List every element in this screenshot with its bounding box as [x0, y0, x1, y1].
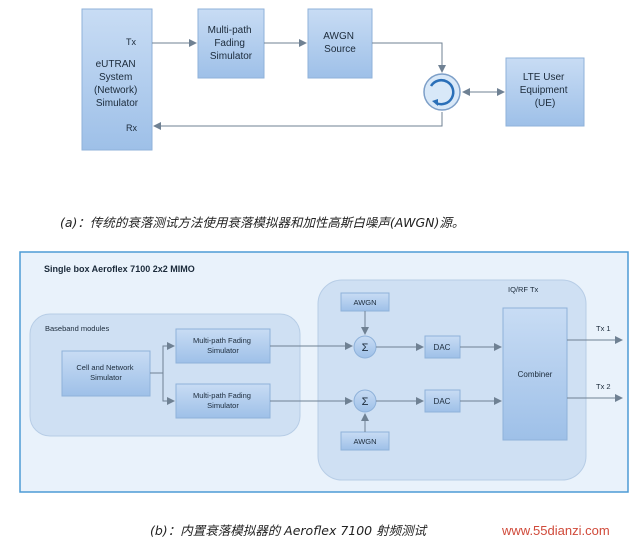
baseband-label: Baseband modules [45, 324, 109, 333]
svg-text:Multi-path Fading Simula: Multi-path Fading Simulator [193, 391, 253, 410]
connector [153, 112, 443, 130]
iqrf-label: IQ/RF Tx [508, 285, 539, 294]
enb-simulator-box [81, 8, 153, 151]
enb-line: eUTRAN [96, 59, 136, 70]
cell-sim-line: Cell and Network [76, 363, 133, 372]
cell-network-simulator-box [61, 350, 151, 397]
fading-line: Fading [214, 38, 245, 49]
awgn-line: Source [324, 44, 356, 55]
combiner-box [502, 307, 568, 441]
caption-a: (a)：传统的衰落测试方法使用衰落模拟器和加性高斯白噪声(AWGN)源。 [60, 215, 464, 230]
connector [372, 42, 446, 73]
ue-line: LTE User [523, 72, 565, 83]
svg-text:Cell and Network Simulat: Cell and Network Simulator [76, 363, 135, 382]
enb-line: Simulator [96, 98, 139, 109]
diagram-b: Single box Aeroflex 7100 2x2 MIMO Baseba… [19, 251, 629, 493]
fading2-line: Simulator [207, 401, 239, 410]
enb-rx-label: Rx [126, 123, 137, 133]
fading-simulator-box [197, 8, 265, 79]
awgn-line: AWGN [323, 31, 354, 42]
enb-line: (Network) [94, 85, 137, 96]
ue-box [505, 57, 585, 127]
fading-simulator-2-box [175, 383, 271, 419]
tx2-label: Tx 2 [596, 382, 611, 391]
combiner-label: Combiner [518, 370, 553, 379]
summer-1-symbol: Σ [362, 342, 369, 354]
summer-2-symbol: Σ [362, 396, 369, 408]
awgn-2-label: AWGN [353, 437, 376, 446]
ue-line: (UE) [535, 98, 556, 109]
dac-2-label: DAC [434, 397, 451, 406]
ue-line: Equipment [520, 85, 568, 96]
tx1-label: Tx 1 [596, 324, 611, 333]
circulator [423, 73, 461, 111]
enb-tx-label: Tx [126, 37, 136, 47]
enb-line: System [99, 72, 132, 83]
svg-text:Multi-path Fading Simula: Multi-path Fading Simulator [193, 336, 253, 355]
watermark: www.55dianzi.com [501, 523, 610, 538]
caption-b: (b)：内置衰落模拟器的 Aeroflex 7100 射频测试 [150, 523, 428, 538]
diagram-b-title: Single box Aeroflex 7100 2x2 MIMO [44, 264, 195, 274]
fading-line: Simulator [210, 51, 253, 62]
svg-text:AWGN Source: AWGN Source [323, 31, 357, 55]
dac-1-label: DAC [434, 343, 451, 352]
fading2-line: Multi-path Fading [193, 391, 251, 400]
svg-text:LTE User Equipment: LTE User Equipment (UE) [520, 72, 571, 109]
fading1-line: Simulator [207, 346, 239, 355]
fading1-line: Multi-path Fading [193, 336, 251, 345]
connector [150, 342, 175, 374]
svg-text:eUTRAN System (Net: eUTRAN System (Network) Simulator [94, 59, 140, 109]
fading-line: Multi-path [208, 25, 252, 36]
svg-text:Multi-path Fading: Multi-path Fading Simulator [208, 25, 255, 62]
diagram-a: eUTRAN System (Network) Simulator Tx Rx … [81, 8, 585, 151]
awgn-1-label: AWGN [353, 298, 376, 307]
fading-simulator-1-box [175, 328, 271, 364]
cell-sim-line: Simulator [90, 373, 122, 382]
connector [162, 373, 175, 405]
